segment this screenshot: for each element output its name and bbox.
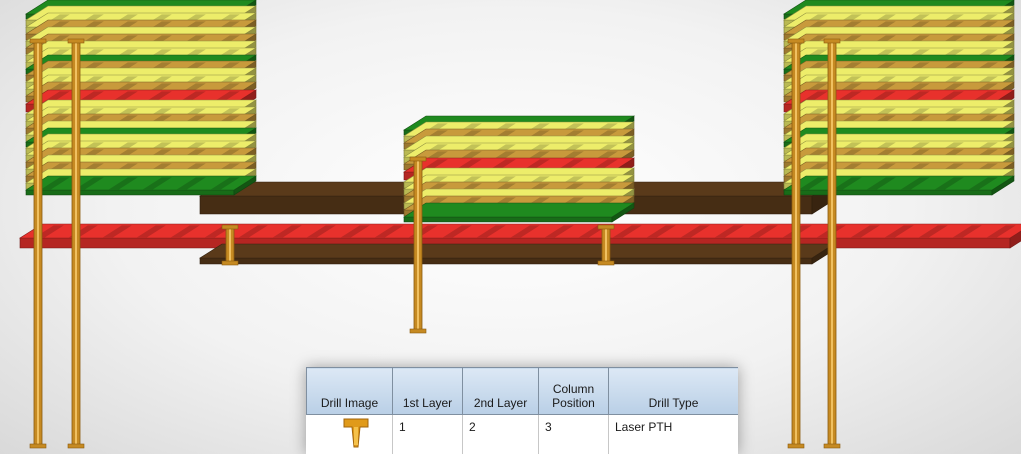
right-stack-layer-25-trace-0	[798, 177, 828, 190]
right-through-drill-bottom-pad	[787, 443, 805, 449]
left-stack-layer-25-trace-2	[108, 177, 138, 190]
flex-via-right-bottom-pad	[597, 260, 615, 266]
flex-via-left-bottom-pad	[221, 260, 239, 266]
middle-rigid-stack	[402, 115, 636, 223]
flex-core-trace-8	[306, 225, 336, 238]
flex-core-trace-2	[102, 225, 132, 238]
flex-core-trace-25	[884, 225, 914, 238]
flex-core-trace-15	[544, 225, 574, 238]
flex-core-trace-14	[510, 225, 540, 238]
flex-core-trace-24	[850, 225, 880, 238]
flex-core-trace-4	[170, 225, 200, 238]
right-stack-layer-25-trace-5	[968, 177, 998, 190]
flex-core-trace-20	[714, 225, 744, 238]
cell-second-layer: 2	[462, 414, 539, 454]
right-through-drill-top-pad	[787, 38, 805, 44]
left-stack-layer-25-trace-4	[176, 177, 206, 190]
flex-core-trace-21	[748, 225, 778, 238]
header-first-layer: 1st Layer	[392, 367, 463, 415]
left-stack-layer-25-front	[25, 189, 235, 196]
left-stack-layer-25-trace-0	[40, 177, 70, 190]
flex-core-trace-10	[374, 225, 404, 238]
right-through-drill-highlight	[795, 42, 797, 445]
flex-core-trace-12	[442, 225, 472, 238]
cell-column-position: 3	[538, 414, 609, 454]
middle-stack-layer-12-front	[403, 216, 613, 223]
flex-core-trace-26	[918, 225, 948, 238]
flex-via-left-top-pad	[221, 224, 239, 230]
flex-core-trace-17	[612, 225, 642, 238]
right-stack-layer-25-trace-1	[832, 177, 862, 190]
laser-pth-drill-icon	[343, 418, 368, 448]
left-inner-drill-bottom-pad	[67, 443, 85, 449]
middle-stack-layer-12	[402, 202, 636, 223]
left-through-drill-bottom-pad	[29, 443, 47, 449]
flex-bottom-coverlay	[198, 243, 836, 265]
left-stack-layer-25-trace-3	[142, 177, 172, 190]
flex-core-trace-3	[136, 225, 166, 238]
flex-core-trace-27	[952, 225, 982, 238]
flex-core-trace-19	[680, 225, 710, 238]
cell-drill-type: Laser PTH	[608, 414, 738, 454]
left-stack-layer-25	[24, 175, 258, 196]
right-stack-layer-25-front	[783, 189, 993, 196]
flex-bottom-coverlay-top	[198, 243, 836, 259]
flex-via-left-highlight	[229, 228, 231, 262]
middle-through-drill-highlight	[417, 160, 419, 330]
header-drill-image: Drill Image	[306, 367, 393, 415]
flex-core-trace-6	[238, 225, 268, 238]
left-inner-drill-highlight	[75, 42, 77, 445]
flex-core-trace-18	[646, 225, 676, 238]
right-stack-layer-25-trace-3	[900, 177, 930, 190]
legend-row: 1 2 3 Laser PTH	[307, 414, 738, 454]
left-rigid-stack	[24, 0, 258, 196]
right-rigid-stack	[782, 0, 1016, 196]
right-inner-drill-top-pad	[823, 38, 841, 44]
header-second-layer: 2nd Layer	[462, 367, 539, 415]
middle-stack-layer-12-top	[402, 202, 636, 218]
flex-core-trace-28	[986, 225, 1016, 238]
middle-through-drill-bottom-pad	[409, 328, 427, 334]
flex-core-trace-9	[340, 225, 370, 238]
left-through-drill-highlight	[37, 42, 39, 445]
flex-core-trace-13	[476, 225, 506, 238]
left-stack-layer-25-trace-1	[74, 177, 104, 190]
flex-via-right-top-pad	[597, 224, 615, 230]
right-inner-drill-bottom-pad	[823, 443, 841, 449]
right-stack-layer-25	[782, 175, 1016, 196]
header-drill-type: Drill Type	[608, 367, 738, 415]
flex-core-trace-7	[272, 225, 302, 238]
flex-core-side	[1009, 230, 1021, 249]
middle-through-drill-top-pad	[409, 156, 427, 162]
left-stack-layer-25-trace-5	[210, 177, 240, 190]
cell-first-layer: 1	[392, 414, 463, 454]
left-inner-drill-top-pad	[67, 38, 85, 44]
drill-holes-group	[29, 38, 841, 449]
right-stack-layer-25-trace-4	[934, 177, 964, 190]
right-stack-layer-25-trace-2	[866, 177, 896, 190]
cell-drill-image	[307, 415, 393, 454]
left-through-drill-top-pad	[29, 38, 47, 44]
flex-bottom-coverlay-front	[199, 257, 813, 265]
right-inner-drill-highlight	[831, 42, 833, 445]
flex-via-right-highlight	[605, 228, 607, 262]
